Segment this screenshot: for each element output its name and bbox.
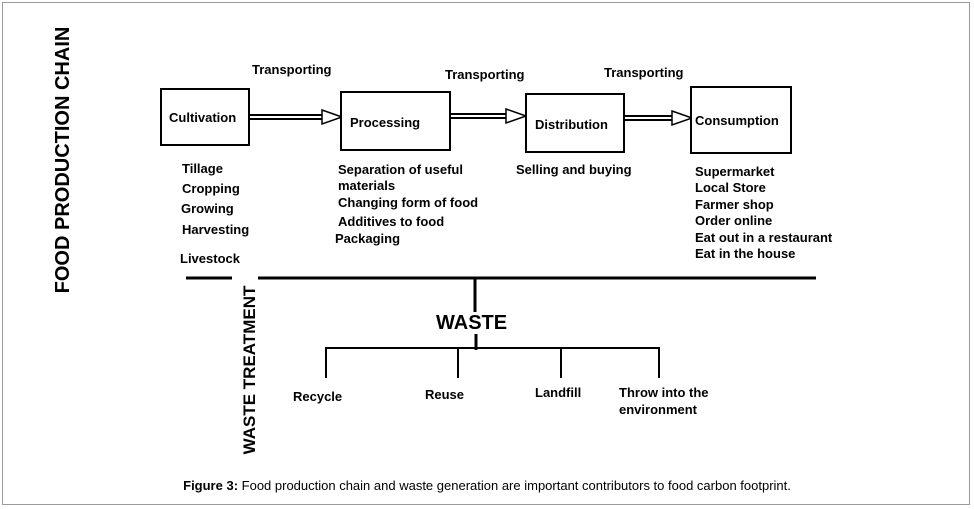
stage-label: Processing <box>350 115 421 130</box>
waste-treatment-title: WASTE TREATMENT <box>240 285 259 455</box>
transport-label-2: Transporting <box>445 67 525 82</box>
transport-label-1: Transporting <box>252 62 332 77</box>
arrow-processing-distribution <box>450 107 529 125</box>
arrow-cultivation-processing <box>248 108 345 126</box>
processing-item: Separation of useful <box>338 162 463 177</box>
processing-item: Additives to food <box>338 214 445 229</box>
waste-branch-recycle: Recycle <box>293 389 343 404</box>
processing-item: materials <box>338 178 396 193</box>
stage-cultivation: Cultivation <box>160 88 250 146</box>
distribution-item: Selling and buying <box>516 162 632 177</box>
consumption-item: Eat in the house <box>695 246 796 261</box>
consumption-item: Local Store <box>695 180 766 195</box>
transport-label-3: Transporting <box>604 65 684 80</box>
stage-label: Consumption <box>695 113 779 128</box>
waste-branch-landfill: Landfill <box>535 385 582 400</box>
waste-label: WASTE <box>436 312 508 334</box>
stage-distribution: Distribution <box>525 93 625 153</box>
consumption-item: Eat out in a restaurant <box>695 230 833 245</box>
caption-label: Figure 3: <box>183 478 239 493</box>
waste-branch-reuse: Reuse <box>425 387 465 402</box>
stage-label: Distribution <box>535 117 608 132</box>
cultivation-item: Livestock <box>180 251 240 266</box>
processing-item: Changing form of food <box>338 195 479 210</box>
caption-text: Food production chain and waste generati… <box>238 478 791 493</box>
vertical-title: FOOD PRODUCTION CHAIN <box>52 26 74 294</box>
stage-processing: Processing <box>340 91 451 151</box>
consumption-item: Supermarket <box>695 164 775 179</box>
cultivation-item: Cropping <box>182 181 240 196</box>
processing-item: Packaging <box>335 231 401 246</box>
stage-consumption: Consumption <box>690 86 792 154</box>
consumption-item: Farmer shop <box>695 197 774 212</box>
waste-branch-environment-line2: environment <box>619 402 698 417</box>
cultivation-item: Harvesting <box>182 222 250 237</box>
arrow-distribution-consumption <box>624 109 695 127</box>
waste-branch-environment-line1: Throw into the <box>619 385 709 400</box>
cultivation-item: Growing <box>181 201 234 216</box>
figure-caption: Figure 3: Food production chain and wast… <box>0 478 974 493</box>
consumption-item: Order online <box>695 213 773 228</box>
cultivation-item: Tillage <box>182 161 223 176</box>
stage-label: Cultivation <box>169 110 237 125</box>
